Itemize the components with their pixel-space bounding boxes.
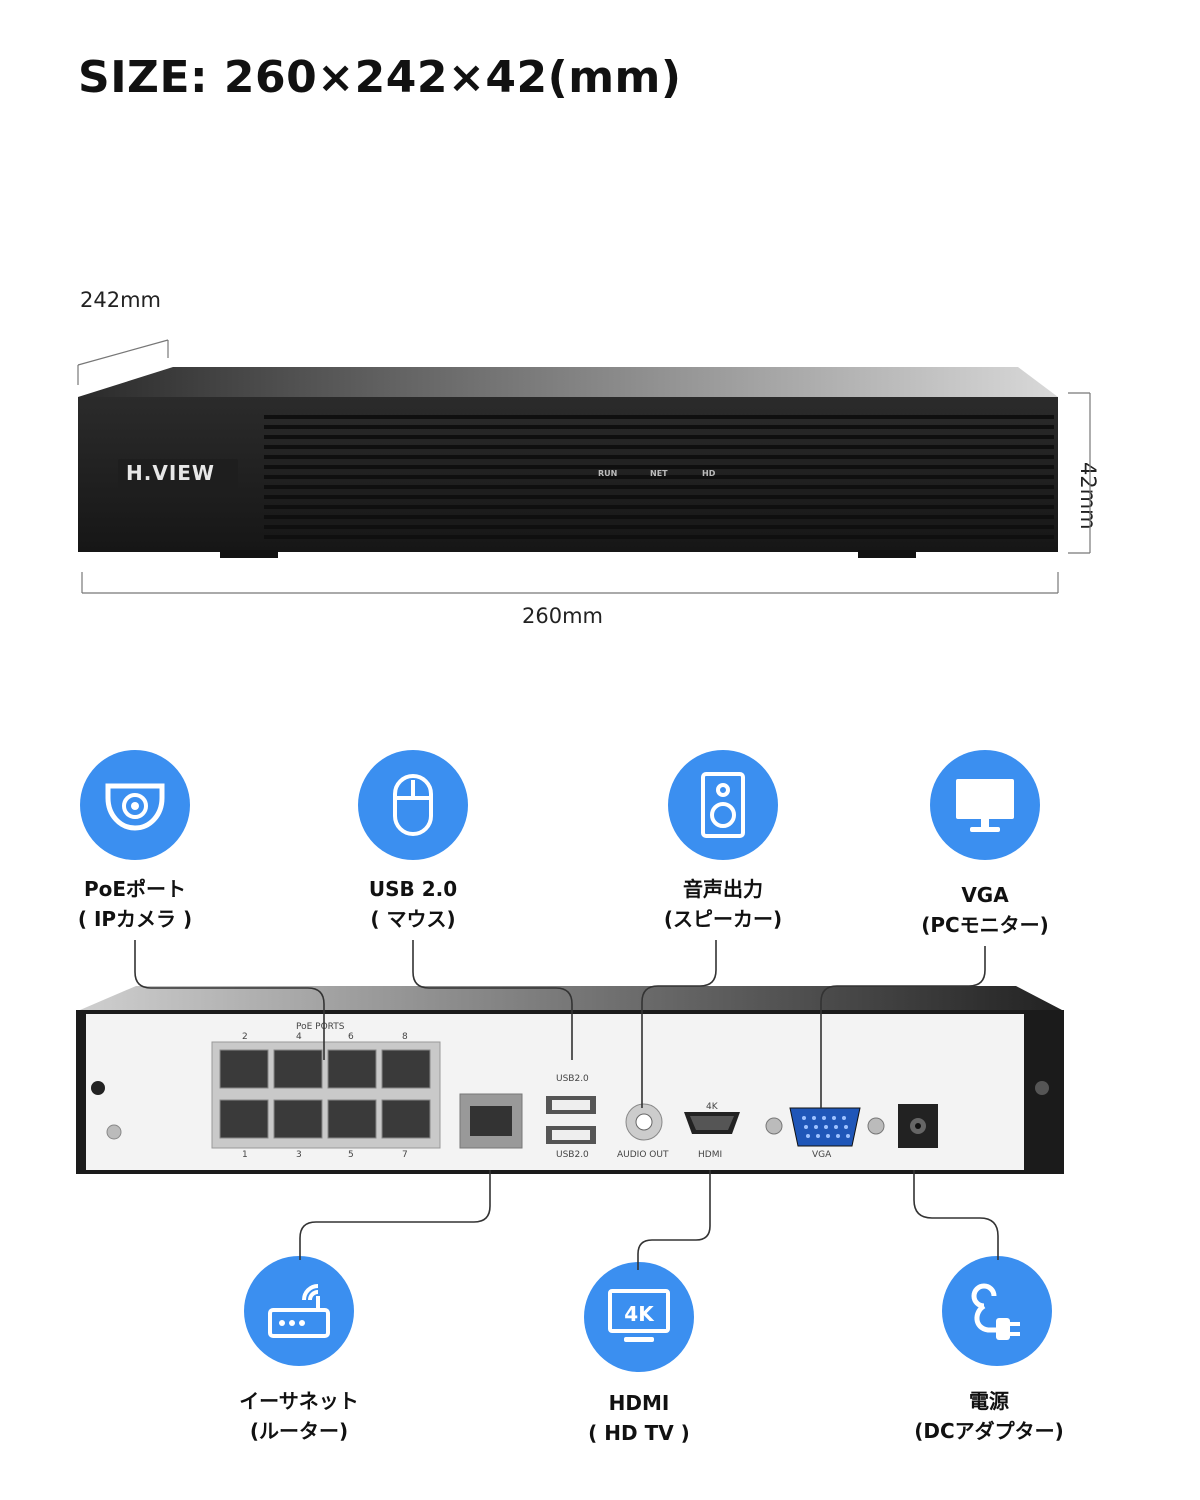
vent-slot bbox=[264, 445, 1054, 449]
usb-top-label: USB2.0 bbox=[556, 1074, 589, 1084]
mouse-icon bbox=[358, 750, 468, 860]
nvr-rear-view: PoE PORTS 2 4 6 8 1 3 5 7 USB2.0 USB2.0 … bbox=[76, 984, 1066, 1180]
depth-label: 242mm bbox=[80, 288, 161, 312]
poe-jack bbox=[381, 1049, 431, 1089]
poe-num-2: 2 bbox=[242, 1032, 248, 1042]
power-plug-icon bbox=[942, 1256, 1052, 1366]
vga-pin bbox=[844, 1125, 848, 1129]
svg-text:4K: 4K bbox=[624, 1302, 655, 1326]
poe-num-8: 8 bbox=[402, 1032, 408, 1042]
poe-jack bbox=[327, 1049, 377, 1089]
vga-pin bbox=[826, 1134, 830, 1138]
ethernet-callout: イーサネット (ルーター) bbox=[189, 1386, 409, 1446]
poe-num-1: 1 bbox=[242, 1150, 248, 1160]
page-title: SIZE: 260×242×42(mm) bbox=[78, 52, 682, 103]
vga-pin bbox=[812, 1116, 816, 1120]
power-callout: 電源 (DCアダプター) bbox=[879, 1386, 1099, 1446]
poe-jack bbox=[273, 1049, 323, 1089]
vga-pin bbox=[802, 1116, 806, 1120]
poe-num-7: 7 bbox=[402, 1150, 408, 1160]
vga-subtitle: (PCモニター) bbox=[921, 913, 1049, 937]
vent-slot bbox=[264, 455, 1054, 459]
vga-pin bbox=[836, 1134, 840, 1138]
vent-slot bbox=[264, 415, 1054, 419]
poe-jack bbox=[381, 1099, 431, 1139]
vent-slot bbox=[264, 535, 1054, 539]
poe-jack bbox=[327, 1099, 377, 1139]
vga-pin bbox=[842, 1116, 846, 1120]
poe-callout: PoEポート ( IPカメラ ) bbox=[25, 874, 245, 934]
led-net-label: NET bbox=[650, 469, 668, 478]
router-icon bbox=[244, 1256, 354, 1366]
usb-bottom-label: USB2.0 bbox=[556, 1150, 589, 1160]
vga-pin bbox=[804, 1125, 808, 1129]
width-label: 260mm bbox=[522, 604, 603, 628]
vga-title: VGA bbox=[961, 883, 1009, 907]
vent-slot bbox=[264, 425, 1054, 429]
poe-num-5: 5 bbox=[348, 1150, 354, 1160]
audio-out-label: AUDIO OUT bbox=[617, 1150, 669, 1160]
hdmi-label: HDMI bbox=[698, 1150, 723, 1160]
vent-slot bbox=[264, 505, 1054, 509]
vent-slot bbox=[264, 525, 1054, 529]
vga-pin bbox=[822, 1116, 826, 1120]
vga-label: VGA bbox=[812, 1150, 832, 1160]
power-subtitle: (DCアダプター) bbox=[914, 1419, 1064, 1443]
vga-callout: VGA (PCモニター) bbox=[875, 880, 1095, 940]
vent-slot bbox=[264, 485, 1054, 489]
hdmi-title: HDMI bbox=[608, 1391, 670, 1415]
audio-title: 音声出力 bbox=[683, 877, 763, 901]
vga-pin bbox=[814, 1125, 818, 1129]
vga-pin bbox=[816, 1134, 820, 1138]
brand-logo: H.VIEW bbox=[126, 461, 215, 485]
vga-pin bbox=[824, 1125, 828, 1129]
hdmi-4k-label: 4K bbox=[706, 1102, 718, 1112]
poe-subtitle: ( IPカメラ ) bbox=[77, 907, 193, 931]
ethernet-subtitle: (ルーター) bbox=[249, 1419, 349, 1443]
speaker-icon bbox=[668, 750, 778, 860]
led-hd-label: HD bbox=[702, 469, 716, 478]
poe-ports-label: PoE PORTS bbox=[296, 1022, 345, 1032]
vent-slot bbox=[264, 495, 1054, 499]
usb-subtitle: ( マウス) bbox=[370, 907, 456, 931]
vent-slot bbox=[264, 475, 1054, 479]
led-run-label: RUN bbox=[598, 469, 618, 478]
poe-jack bbox=[219, 1099, 269, 1139]
audio-callout: 音声出力 (スピーカー) bbox=[613, 874, 833, 934]
vga-pin bbox=[832, 1116, 836, 1120]
4k-tv-icon: 4K bbox=[584, 1262, 694, 1372]
vga-pin bbox=[846, 1134, 850, 1138]
vga-pin bbox=[834, 1125, 838, 1129]
ethernet-title: イーサネット bbox=[239, 1389, 359, 1413]
dimension-lines bbox=[77, 339, 1091, 594]
usb-title: USB 2.0 bbox=[368, 877, 458, 901]
audio-subtitle: (スピーカー) bbox=[663, 907, 783, 931]
power-title: 電源 bbox=[969, 1389, 1009, 1413]
poe-num-3: 3 bbox=[296, 1150, 302, 1160]
connector-lines bbox=[134, 940, 999, 1270]
hdmi-subtitle: ( HD TV ) bbox=[588, 1421, 690, 1445]
vga-pin bbox=[806, 1134, 810, 1138]
usb-callout: USB 2.0 ( マウス) bbox=[303, 874, 523, 934]
vent-slot bbox=[264, 515, 1054, 519]
monitor-icon bbox=[930, 750, 1040, 860]
poe-num-4: 4 bbox=[296, 1032, 302, 1042]
dome-camera-icon bbox=[80, 750, 190, 860]
hdmi-callout: HDMI ( HD TV ) bbox=[529, 1388, 749, 1448]
poe-title: PoEポート bbox=[83, 877, 187, 901]
poe-num-6: 6 bbox=[348, 1032, 354, 1042]
nvr-front-view: H.VIEW RUN NET HD bbox=[78, 365, 1060, 565]
poe-jack bbox=[273, 1099, 323, 1139]
poe-jack bbox=[219, 1049, 269, 1089]
vent-slot bbox=[264, 435, 1054, 439]
vent-slot bbox=[264, 465, 1054, 469]
